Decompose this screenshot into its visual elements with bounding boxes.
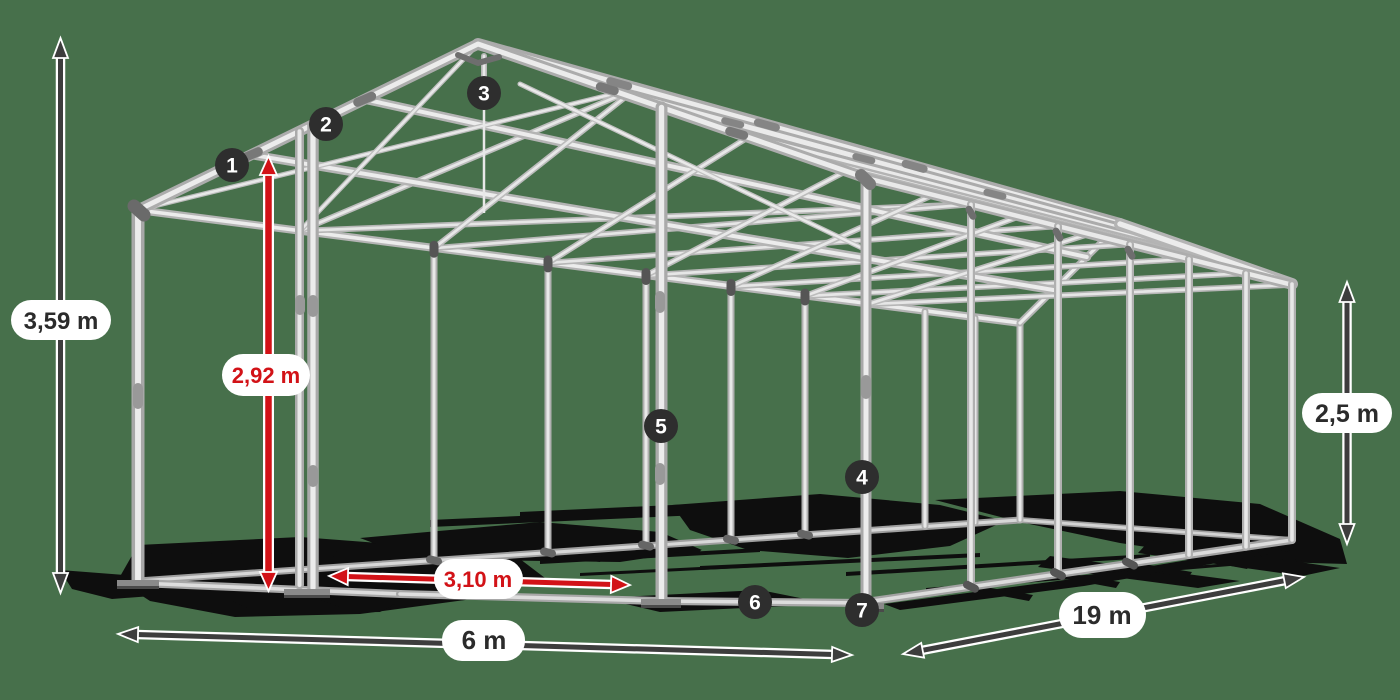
svg-text:4: 4 xyxy=(856,467,868,490)
svg-text:6: 6 xyxy=(749,592,761,615)
svg-text:6 m: 6 m xyxy=(462,625,507,655)
svg-text:1: 1 xyxy=(226,155,238,178)
svg-text:5: 5 xyxy=(655,416,667,439)
svg-text:3,10 m: 3,10 m xyxy=(444,567,513,592)
svg-text:3,59 m: 3,59 m xyxy=(24,308,99,335)
svg-text:7: 7 xyxy=(856,600,868,623)
svg-text:3: 3 xyxy=(478,83,490,106)
svg-text:2,92 m: 2,92 m xyxy=(232,363,301,388)
svg-text:19 m: 19 m xyxy=(1072,600,1131,630)
svg-text:2: 2 xyxy=(320,114,332,137)
svg-text:2,5 m: 2,5 m xyxy=(1315,400,1379,428)
